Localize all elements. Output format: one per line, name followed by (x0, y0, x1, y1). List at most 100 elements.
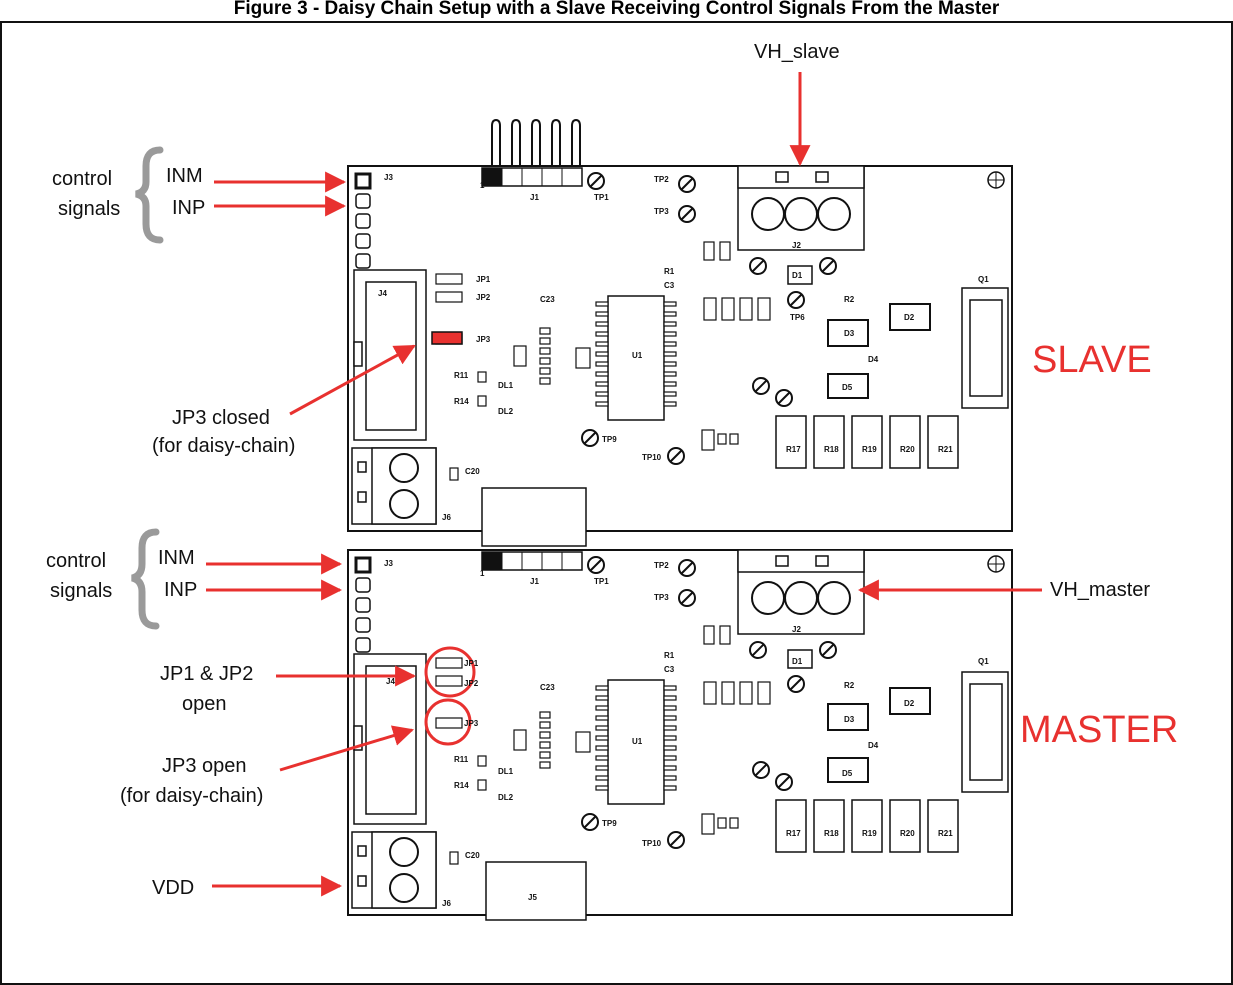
silkscreen-q1: Q1 (978, 275, 989, 284)
silkscreen-jp3: JP3 (464, 719, 479, 728)
silkscreen-c23: C23 (540, 683, 555, 692)
silkscreen-u1: U1 (632, 737, 643, 746)
silkscreen-j4: J4 (386, 677, 395, 686)
silkscreen-jp1: JP1 (476, 275, 491, 284)
silkscreen-r2: R2 (844, 681, 855, 690)
silkscreen-j1: J1 (530, 577, 539, 586)
silkscreen-c23: C23 (540, 295, 555, 304)
silkscreen-tp1: TP1 (594, 577, 609, 586)
silkscreen-d5: D5 (842, 769, 853, 778)
silkscreen-r11: R11 (454, 371, 469, 380)
silkscreen-r14: R14 (454, 397, 469, 406)
silkscreen-jp2: JP2 (476, 293, 491, 302)
silkscreen-d1: D1 (792, 657, 803, 666)
vh-slave-label: VH_slave (754, 41, 840, 63)
silkscreen-tp2: TP2 (654, 175, 669, 184)
control-label-bottom: control (46, 550, 106, 572)
silkscreen-d5: D5 (842, 383, 853, 392)
inp-label-top: INP (172, 197, 205, 219)
silkscreen-d4: D4 (868, 355, 879, 364)
brace-bottom (131, 528, 160, 630)
silkscreen-u1: U1 (632, 351, 643, 360)
silkscreen-d1: D1 (792, 271, 803, 280)
silkscreen-r17: R17 (786, 829, 801, 838)
silkscreen-tp3: TP3 (654, 207, 669, 216)
silkscreen-dl1: DL1 (498, 381, 514, 390)
silkscreen-j6: J6 (442, 899, 451, 908)
callout-arrows (206, 72, 1042, 897)
silkscreen-tp6: TP6 (790, 313, 805, 322)
silkscreen-j5: J5 (528, 893, 537, 902)
silkscreen-pin1: 1 (480, 181, 485, 190)
silkscreen-j2: J2 (792, 625, 801, 634)
jp1-jp2-highlight (424, 646, 476, 698)
silkscreen-j3: J3 (384, 173, 393, 182)
silkscreen-tp2: TP2 (654, 561, 669, 570)
brace-top (135, 146, 164, 244)
silkscreen-pin1: 1 (480, 569, 485, 578)
silkscreen-r20: R20 (900, 829, 915, 838)
silkscreen-r19: R19 (862, 445, 877, 454)
vh-master-label: VH_master (1050, 579, 1150, 601)
silkscreen-r18: R18 (824, 445, 839, 454)
silkscreen-dl2: DL2 (498, 793, 514, 802)
silkscreen-d3: D3 (844, 329, 855, 338)
signals-label-top: signals (58, 198, 120, 220)
silkscreen-tp10: TP10 (642, 453, 662, 462)
silkscreen-jp1: JP1 (464, 659, 479, 668)
jp3-open-label: JP3 open (162, 755, 247, 777)
silkscreen-dl1: DL1 (498, 767, 514, 776)
silkscreen-dl2: DL2 (498, 407, 514, 416)
inp-label-bottom: INP (164, 579, 197, 601)
silkscreen-d4: D4 (868, 741, 879, 750)
j5-connector-slave (481, 487, 587, 547)
silkscreen-jp3: JP3 (476, 335, 491, 344)
silkscreen-tp9: TP9 (602, 435, 617, 444)
silkscreen-r11: R11 (454, 755, 469, 764)
silkscreen-d2: D2 (904, 313, 915, 322)
slave-title: SLAVE (1032, 339, 1152, 381)
vdd-label: VDD (152, 877, 194, 899)
j1-pins (491, 118, 581, 166)
silkscreen-j4: J4 (378, 289, 387, 298)
silkscreen-r1: R1 (664, 267, 675, 276)
jp12-open-label: JP1 & JP2 (160, 663, 253, 685)
silkscreen-tp1: TP1 (594, 193, 609, 202)
silkscreen-r19: R19 (862, 829, 877, 838)
caption: Figure 3 - Daisy Chain Setup with a Slav… (233, 0, 1000, 19)
silkscreen-r2: R2 (844, 295, 855, 304)
silkscreen-c3: C3 (664, 281, 675, 290)
jp3-closed-sub-label: (for daisy-chain) (152, 435, 295, 457)
silkscreen-r18: R18 (824, 829, 839, 838)
silkscreen-d2: D2 (904, 699, 915, 708)
slave-board: J4 (346, 164, 1014, 533)
silkscreen-jp2: JP2 (464, 679, 479, 688)
jp3-open-sub-label: (for daisy-chain) (120, 785, 263, 807)
jp3-closed-jumper (431, 331, 463, 345)
silkscreen-tp9: TP9 (602, 819, 617, 828)
silkscreen-j2: J2 (792, 241, 801, 250)
silkscreen-j1: J1 (530, 193, 539, 202)
silkscreen-r21: R21 (938, 445, 953, 454)
silkscreen-c20: C20 (465, 467, 480, 476)
master-title: MASTER (1020, 709, 1178, 751)
jp3-highlight (424, 698, 472, 746)
silkscreen-r14: R14 (454, 781, 469, 790)
silkscreen-c3: C3 (664, 665, 675, 674)
silkscreen-r21: R21 (938, 829, 953, 838)
silkscreen-q1: Q1 (978, 657, 989, 666)
silkscreen-r17: R17 (786, 445, 801, 454)
silkscreen-tp3: TP3 (654, 593, 669, 602)
silkscreen-j3: J3 (384, 559, 393, 568)
jp12-open-sub-label: open (182, 693, 227, 715)
signals-label-bottom: signals (50, 580, 112, 602)
silkscreen-j6: J6 (442, 513, 451, 522)
inm-label-bottom: INM (158, 547, 195, 569)
silkscreen-r20: R20 (900, 445, 915, 454)
silkscreen-tp10: TP10 (642, 839, 662, 848)
silkscreen-c20: C20 (465, 851, 480, 860)
inm-label-top: INM (166, 165, 203, 187)
silkscreen-d3: D3 (844, 715, 855, 724)
control-label-top: control (52, 168, 112, 190)
